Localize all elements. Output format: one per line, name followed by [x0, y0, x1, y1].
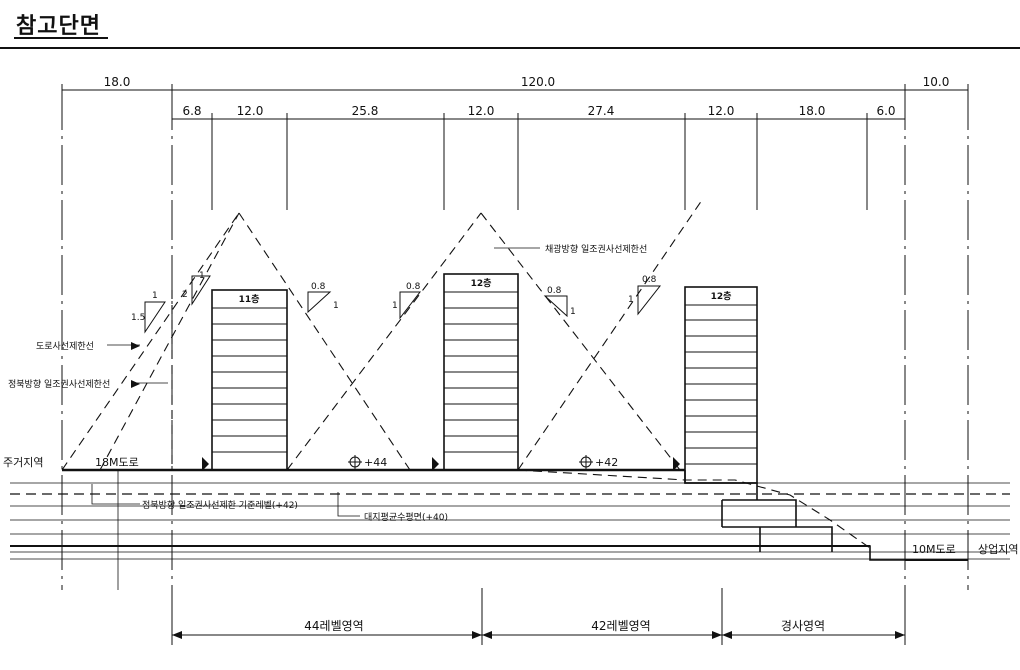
slope-2-top: 1 — [199, 271, 205, 281]
dim-second-5: 27.4 — [588, 104, 615, 118]
dim-top-3: 10.0 — [923, 75, 950, 89]
leader-base-level — [91, 484, 140, 505]
label-level-44: +44 — [364, 456, 387, 469]
slope-2-side: 2 — [182, 290, 188, 300]
leader-avg-ground — [337, 492, 360, 517]
dim-top-1: 18.0 — [104, 75, 131, 89]
slope-4-side: 1 — [392, 301, 398, 311]
slope-triangle-3 — [307, 291, 332, 314]
dim-second-8: 6.0 — [876, 104, 895, 118]
limit-lines — [61, 199, 871, 549]
slope-6-top: 0.8 — [642, 275, 657, 285]
dim-second-7: 18.0 — [799, 104, 826, 118]
building-1-floors: 11층 — [239, 293, 260, 305]
level-marker — [202, 457, 209, 471]
building-2 — [443, 273, 519, 471]
dim-second-1: 6.8 — [182, 104, 201, 118]
slope-3-top: 0.8 — [311, 282, 326, 292]
label-road-limit: 도로사선제한선 — [36, 341, 94, 352]
slope-1-side: 1.5 — [131, 313, 145, 323]
dim-second-4: 12.0 — [468, 104, 495, 118]
slope-5-top: 0.8 — [547, 286, 562, 296]
building-3-floors: 12층 — [711, 290, 732, 302]
label-road-10m: 10M도로 — [912, 543, 956, 556]
header-rule — [0, 47, 1020, 49]
building-3 — [684, 286, 758, 484]
dim-top-2: 120.0 — [521, 75, 555, 89]
dim-second-2: 12.0 — [237, 104, 264, 118]
label-road-18m: 18M도로 — [95, 456, 139, 469]
slope-4-top: 0.8 — [406, 282, 421, 292]
dim-second-3: 25.8 — [352, 104, 379, 118]
zone-label-44: 44레벨영역 — [304, 619, 363, 633]
title-underline — [14, 37, 108, 39]
level-symbols — [348, 455, 593, 469]
slope-triangle-4 — [399, 291, 422, 320]
slope-3-side: 1 — [333, 301, 339, 311]
label-residential: 주거지역 — [3, 456, 43, 469]
label-level-42: +42 — [595, 456, 618, 469]
slope-1-top: 1 — [152, 291, 158, 301]
zone-label-42: 42레벨영역 — [591, 619, 650, 633]
slope-5-side: 1 — [570, 307, 576, 317]
dim-second-6: 12.0 — [708, 104, 735, 118]
slope-triangle-6 — [637, 285, 662, 316]
page-title: 참고단면 — [16, 14, 101, 39]
slope-triangle-2 — [191, 275, 211, 306]
label-adjacent-limit: 채광방향 일조권사선제한선 — [545, 243, 647, 255]
label-base-level: 정북방향 일조권사선제한 기준레벨(+42) — [142, 499, 298, 511]
building-2-floors: 12층 — [471, 277, 492, 289]
label-commercial: 상업지역 — [978, 543, 1018, 556]
slope-triangle-5 — [543, 295, 568, 318]
zone-label-slope: 경사영역 — [781, 619, 825, 633]
arrowheads — [131, 342, 905, 639]
label-north-limit: 정북방향 일조권사선제한선 — [8, 378, 110, 390]
slope-triangle-1 — [144, 301, 166, 334]
building-1 — [211, 289, 288, 471]
label-avg-ground: 대지평균수평면(+40) — [364, 512, 448, 523]
slope-6-side: 1 — [628, 295, 634, 305]
